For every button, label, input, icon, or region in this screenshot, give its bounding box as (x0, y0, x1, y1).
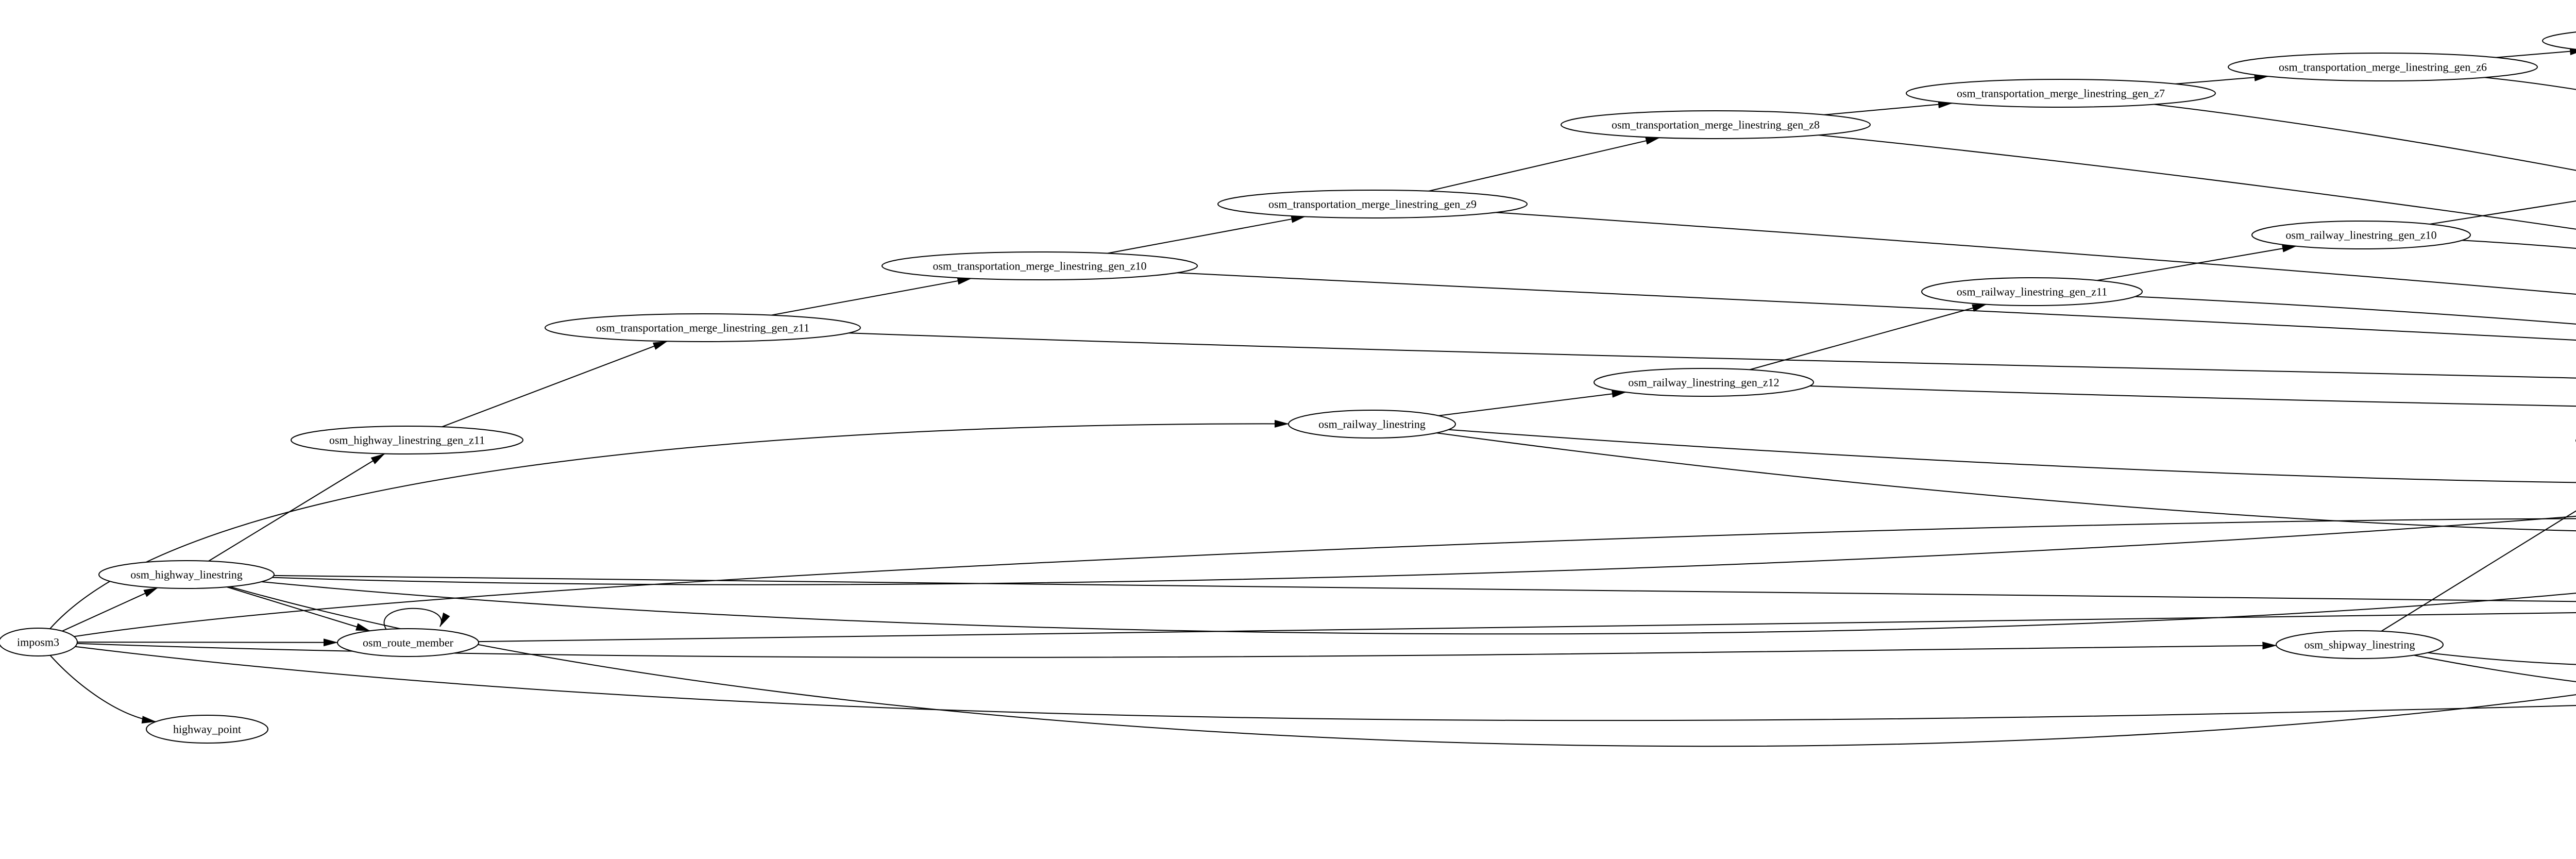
node-osm_shipway_linestring: osm_shipway_linestring (2276, 630, 2444, 659)
node-osm_transportation_merge_linestring_gen_z6: osm_transportation_merge_linestring_gen_… (2228, 53, 2538, 81)
node-label-osm_transportation_merge_linestring_gen_z11: osm_transportation_merge_linestring_gen_… (596, 322, 809, 334)
node-label-osm_transportation_merge_linestring_gen_z10: osm_transportation_merge_linestring_gen_… (933, 260, 1146, 273)
edge-imposm3-highway_point (49, 655, 157, 724)
edge-imposm3-osm_aerialway_linestring (74, 518, 2576, 637)
edge-osm_highway_linestring-table-z12 (272, 515, 2576, 585)
edge-osm_transportation_merge_linestring_gen_z8-table-z8 (1818, 134, 2576, 230)
edge-osm_transportation_merge_linestring_gen_z9-table-z9 (1496, 212, 2576, 295)
node-osm_transportation_merge_linestring_gen_z10: osm_transportation_merge_linestring_gen_… (882, 251, 1198, 280)
node-label-osm_route_member: osm_route_member (363, 636, 454, 649)
edge-imposm3-osm_railway_linestring (49, 419, 1289, 629)
node-label-osm_transportation_merge_linestring_gen_z6: osm_transportation_merge_linestring_gen_… (2279, 61, 2487, 74)
node-imposm3: imposm3 (0, 628, 78, 656)
node-highway_point: highway_point (146, 715, 268, 744)
node-label-osm_railway_linestring_gen_z11: osm_railway_linestring_gen_z11 (1957, 285, 2107, 298)
edge-osm_railway_linestring_gen_z10-osm_railway_linestring_gen_z9 (2429, 200, 2576, 225)
node-osm_transportation_merge_linestring_gen_z7: osm_transportation_merge_linestring_gen_… (1906, 79, 2216, 108)
node-label-osm_highway_linestring_gen_z11: osm_highway_linestring_gen_z11 (329, 434, 485, 447)
edge-osm_route_member-osm_route_member (383, 608, 450, 630)
edge-osm_transportation_merge_linestring_gen_z11-table-z11 (849, 332, 2576, 379)
edge-osm_transportation_merge_linestring_gen_z8-osm_transportation_merge_linestring_gen_z7 (1824, 100, 1953, 115)
node-osm_highway_linestring: osm_highway_linestring (98, 560, 275, 589)
node-ellipse-osm_route_member (337, 628, 479, 657)
edge-osm_railway_linestring-table-z13 (1448, 429, 2576, 483)
node-ellipse-osm_transportation_merge_linestring_gen_z8 (1561, 110, 1871, 139)
edge-imposm3-osm_highway_linestring (62, 587, 158, 632)
node-ellipse-osm_highway_linestring_gen_z11 (291, 426, 523, 454)
node-ellipse-osm_railway_linestring_gen_z11 (1921, 277, 2143, 306)
node-ellipse-osm_transportation_merge_linestring_gen_z10 (882, 251, 1198, 280)
node-label-osm_transportation_merge_linestring_gen_z8: osm_transportation_merge_linestring_gen_… (1612, 119, 1820, 131)
node-ellipse-osm_transportation_merge_linestring_gen_z11 (545, 313, 861, 342)
edge-osm_transportation_merge_linestring_gen_z7-osm_transportation_merge_linestring_gen_z6 (2175, 73, 2269, 85)
node-label-osm_transportation_merge_linestring_gen_z9: osm_transportation_merge_linestring_gen_… (1268, 198, 1477, 211)
node-ellipse-osm_railway_linestring_gen_z10 (2251, 221, 2471, 249)
node-label-osm_transportation_merge_linestring_gen_z7: osm_transportation_merge_linestring_gen_… (1957, 87, 2165, 100)
edge-imposm3-osm_route_member (77, 638, 338, 647)
edge-osm_railway_linestring-osm_railway_linestring_gen_z12 (1438, 390, 1626, 416)
edge-osm_railway_linestring-table-z14+ (1436, 432, 2576, 532)
node-ellipse-osm_transportation_merge_linestring_gen_z6 (2228, 53, 2538, 81)
edge-osm_highway_linestring-osm_transportation_name_network (274, 575, 2576, 602)
node-label-osm_shipway_linestring: osm_shipway_linestring (2304, 638, 2415, 651)
node-label-osm_railway_linestring_gen_z10: osm_railway_linestring_gen_z10 (2285, 229, 2436, 242)
node-ellipse-osm_railway_linestring (1288, 410, 1456, 439)
nodes-layer: imposm3 highway_point osm_route_member osm_… (0, 31, 2576, 744)
node-osm_transportation_merge_linestring_gen_z11: osm_transportation_merge_linestring_gen_… (545, 313, 861, 342)
edge-osm_transportation_merge_linestring_gen_z7-table-z7 (2154, 104, 2576, 171)
node-ellipse-highway_point (146, 715, 268, 744)
node-osm_railway_linestring_gen_z12: osm_railway_linestring_gen_z12 (1594, 368, 1814, 397)
node-label-osm_railway_linestring: osm_railway_linestring (1318, 418, 1426, 431)
node-label-osm_railway_linestring_gen_z12: osm_railway_linestring_gen_z12 (1628, 376, 1779, 389)
node-ellipse-osm_transportation_merge_linestring_gen_z9 (1217, 190, 1528, 218)
edge-osm_highway_linestring-osm_highway_linestring_gen_z11 (208, 453, 385, 562)
edge-osm_highway_linestring-table-z14+ (229, 586, 2576, 747)
edge-osm_highway_linestring-table-z13 (261, 581, 2576, 635)
node-osm_route_member: osm_route_member (337, 628, 479, 657)
edge-osm_highway_linestring_gen_z11-osm_transportation_merge_linestring_gen_z11 (442, 341, 668, 428)
edge-osm_transportation_merge_linestring_gen_z10-osm_transportation_merge_linestring_gen_z9 (1107, 215, 1306, 254)
node-ellipse-osm_shipway_linestring (2276, 630, 2444, 659)
node-ellipse-osm_transportation_merge_linestring_gen_z7 (1906, 79, 2216, 108)
node-osm_highway_linestring_gen_z11: osm_highway_linestring_gen_z11 (291, 426, 523, 454)
node-ellipse-osm_highway_linestring (98, 560, 275, 589)
node-osm_transportation_merge_linestring_gen_z8: osm_transportation_merge_linestring_gen_… (1561, 110, 1871, 139)
edge-osm_transportation_merge_linestring_gen_z6-table-z6 (2484, 77, 2576, 90)
node-label-highway_point: highway_point (173, 723, 241, 736)
node-label-osm_highway_linestring: osm_highway_linestring (130, 568, 243, 581)
edge-osm_shipway_linestring-table-z13 (2427, 652, 2576, 665)
node-ellipse-imposm3 (0, 628, 78, 656)
edge-osm_route_member-osm_transportation_name_network (478, 612, 2576, 643)
node-osm_transportation_merge_linestring_gen_z9: osm_transportation_merge_linestring_gen_… (1217, 190, 1528, 218)
node-ellipse-osm_transportation_merge_linestring_gen_z5 (2542, 31, 2576, 50)
edge-osm_transportation_merge_linestring_gen_z9-osm_transportation_merge_linestring_gen_z8 (1428, 137, 1660, 192)
edge-osm_shipway_linestring-osm_shipway_linestring_gen_z12 (2381, 510, 2576, 632)
edge-osm_railway_linestring_gen_z12-table-z12 (1809, 385, 2576, 407)
node-label-imposm3: imposm3 (17, 636, 59, 649)
edge-osm_transportation_merge_linestring_gen_z6-osm_transportation_merge_linestring_gen_z5 (2496, 47, 2576, 58)
edge-osm_highway_linestring-osm_route_member (226, 586, 370, 632)
node-ellipse-osm_railway_linestring_gen_z12 (1594, 368, 1814, 397)
edges-layer (49, 47, 2576, 747)
edge-osm_railway_linestring_gen_z10-table-z10 (2462, 240, 2576, 249)
node-osm_railway_linestring: osm_railway_linestring (1288, 410, 1456, 439)
edge-osm_railway_linestring_gen_z11-table-z11 (2135, 296, 2576, 325)
node-osm_transportation_merge_linestring_gen_z5: osm_transportation_merge_linestring_gen_… (2542, 31, 2576, 50)
edge-osm_transportation_merge_linestring_gen_z11-osm_transportation_merge_linestring_gen_z10 (771, 277, 972, 316)
edge-imposm3-osm_highway_polygon (75, 646, 2576, 721)
edge-osm_railway_linestring_gen_z12-osm_railway_linestring_gen_z11 (1749, 304, 1987, 370)
edge-osm_transportation_merge_linestring_gen_z10-table-z10 (1177, 272, 2576, 341)
node-osm_railway_linestring_gen_z10: osm_railway_linestring_gen_z10 (2251, 221, 2471, 249)
node-osm_railway_linestring_gen_z11: osm_railway_linestring_gen_z11 (1921, 277, 2143, 306)
